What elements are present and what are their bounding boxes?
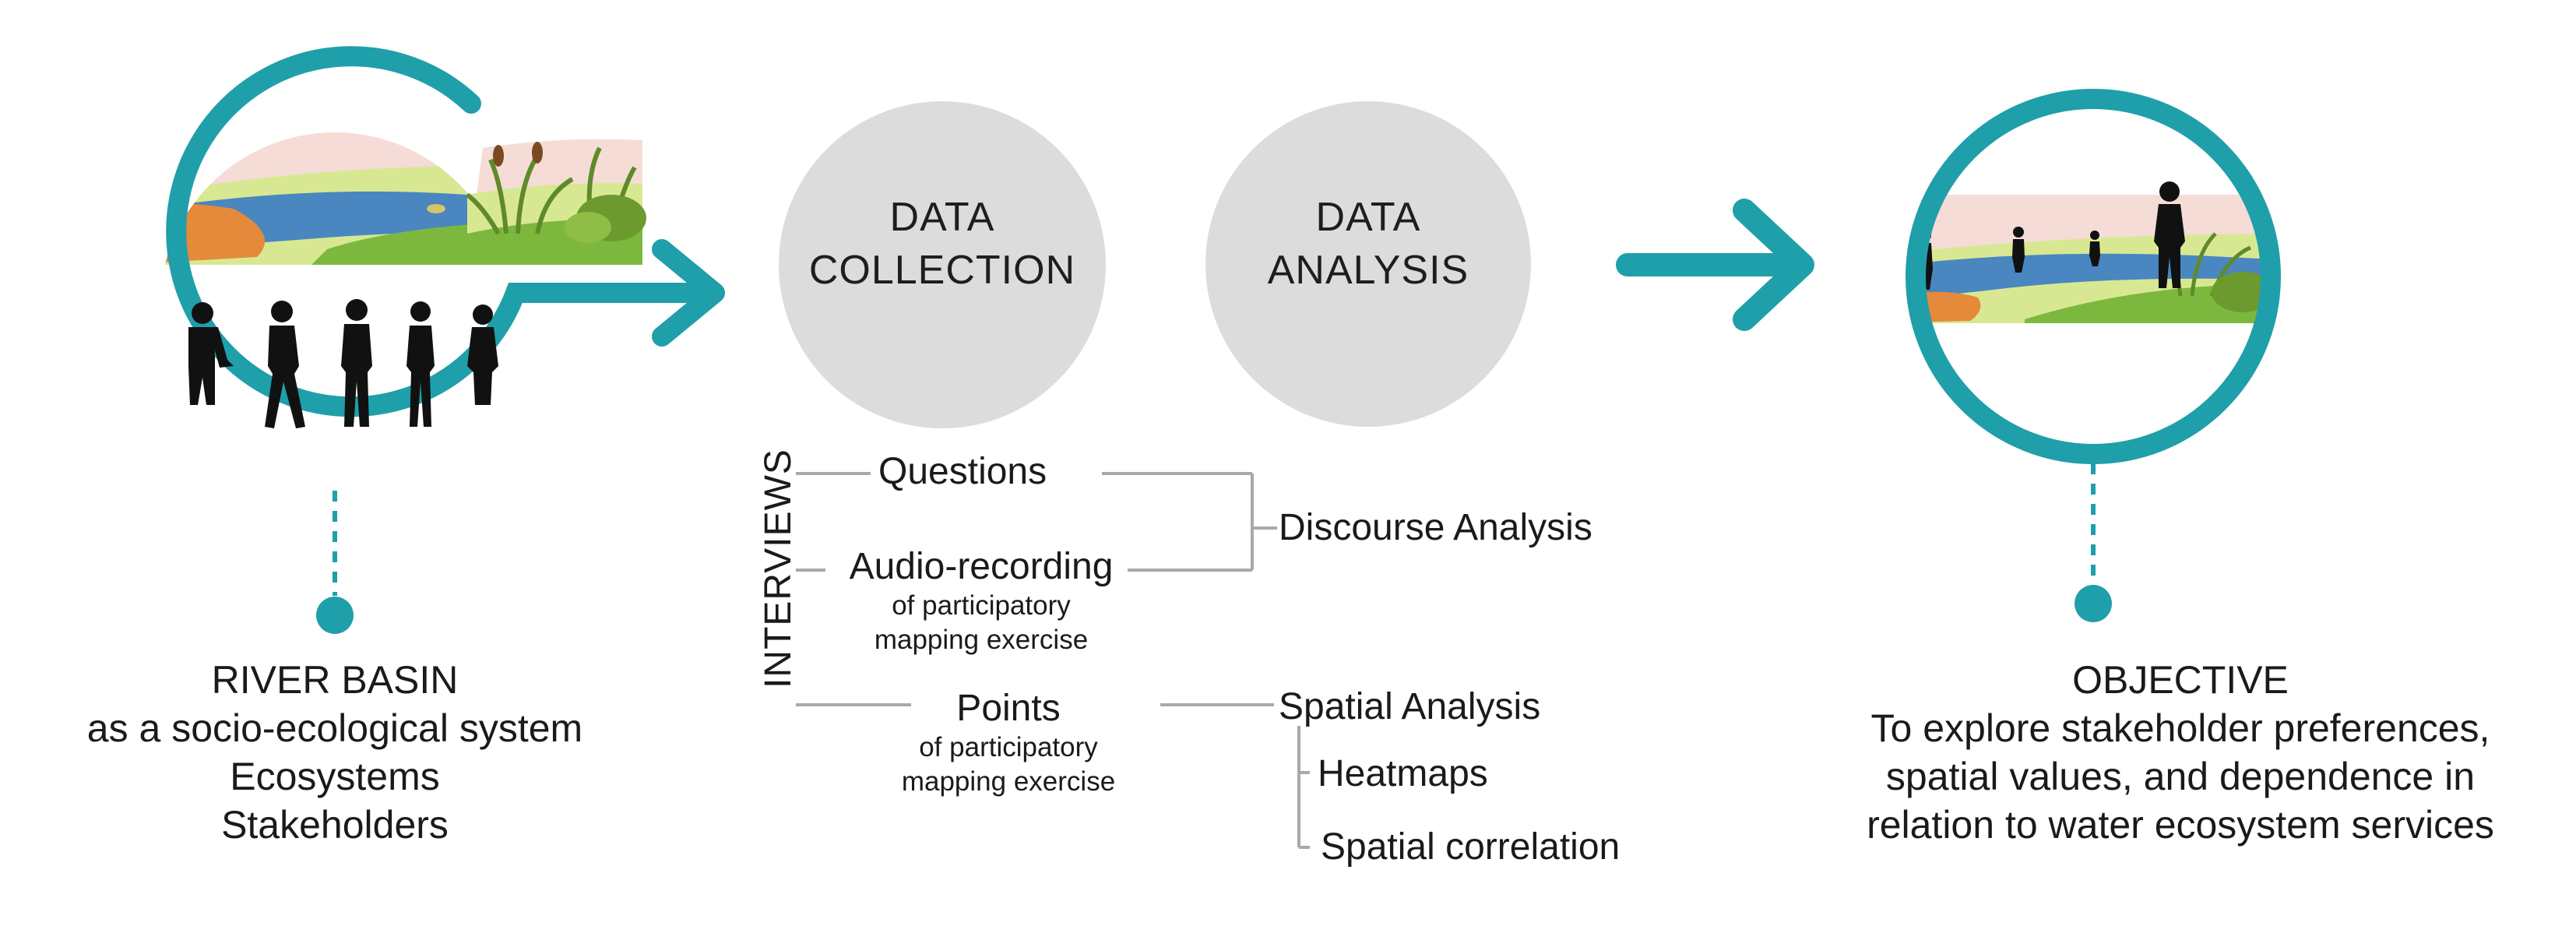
landscape-extension <box>427 139 646 265</box>
caption-line: Ecosystems <box>230 755 440 798</box>
landscape-scene <box>1916 181 2271 454</box>
audio-recording-label: Audio-recording <box>849 546 1114 587</box>
connector-dot <box>316 597 354 634</box>
caption-line: relation to water ecosystem services <box>1867 803 2494 847</box>
person-icon <box>188 302 234 405</box>
river-basin-caption: RIVER BASIN as a socio-ecological system… <box>0 656 670 849</box>
person-icon <box>341 299 372 427</box>
person-icon <box>2154 181 2185 288</box>
objective-illustration <box>1906 89 2281 622</box>
interviews-vertical-label: INTERVIEWS <box>758 449 799 688</box>
river-water <box>1916 253 2271 299</box>
person-icon <box>265 301 305 428</box>
data-analysis-bubble: DATA ANALYSIS <box>1205 101 1531 427</box>
points-item: Points of participatory mapping exercise <box>853 687 1164 799</box>
interviews-connectors <box>796 472 1310 849</box>
caption-line: as a socio-ecological system <box>86 706 583 750</box>
person-icon <box>406 301 435 427</box>
river-bank <box>160 202 265 265</box>
points-label: Points <box>956 688 1061 729</box>
caption-title: RIVER BASIN <box>211 658 459 702</box>
bubble-line: COLLECTION <box>808 248 1076 293</box>
item-sub-line: of participatory <box>892 590 1071 621</box>
process-arrow <box>1616 199 1814 331</box>
person-icon <box>2089 231 2100 266</box>
river-basin-panel: RIVER BASIN as a socio-ecological system… <box>0 0 779 926</box>
caption-title: OBJECTIVE <box>2072 658 2289 702</box>
caption-line: spatial values, and dependence in <box>1885 755 2476 798</box>
caption-line: To explore stakeholder preferences, <box>1870 706 2490 750</box>
arrow-head-icon <box>1733 199 1814 331</box>
bubble-line: DATA <box>889 195 995 240</box>
questions-label: Questions <box>878 451 1047 492</box>
connector-dot <box>2075 585 2112 622</box>
teal-arrow-head <box>652 239 725 347</box>
person-icon <box>2012 227 2025 273</box>
bush <box>2212 272 2271 312</box>
audio-recording-item: Audio-recording of participatory mapping… <box>822 545 1141 657</box>
person-icon <box>467 305 498 405</box>
heatmaps-label: Heatmaps <box>1318 753 1488 794</box>
bubble-line: DATA <box>1315 195 1421 240</box>
spatial-analysis-label: Spatial Analysis <box>1279 686 1541 727</box>
spatial-correlation-label: Spatial correlation <box>1321 826 1621 868</box>
data-collection-bubble: DATA COLLECTION <box>779 101 1106 428</box>
discourse-analysis-label: Discourse Analysis <box>1279 507 1592 548</box>
caption-line: Stakeholders <box>221 803 449 847</box>
item-sub-line: of participatory <box>919 732 1098 762</box>
objective-panel: OBJECTIVE To explore stakeholder prefere… <box>1791 0 2576 926</box>
teal-ring <box>1906 89 2281 464</box>
stakeholder-silhouettes <box>188 299 498 428</box>
item-sub-line: mapping exercise <box>874 625 1089 655</box>
item-sub-line: mapping exercise <box>901 766 1116 797</box>
objective-caption: OBJECTIVE To explore stakeholder prefere… <box>1791 656 2570 849</box>
river-basin-illustration <box>160 46 725 634</box>
bubble-line: ANALYSIS <box>1267 248 1469 293</box>
